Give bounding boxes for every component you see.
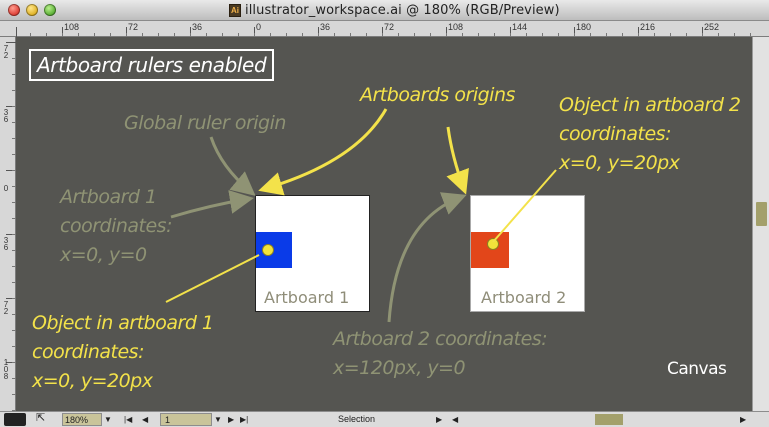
artboard-number-field[interactable]: 1 — [160, 413, 212, 426]
h-ruler-label: 72 — [128, 22, 139, 32]
status-menu-icon[interactable]: ▶ — [436, 415, 443, 424]
artboard-1[interactable]: Artboard 1 — [255, 195, 370, 312]
h-ruler-label: 36 — [320, 22, 331, 32]
h-ruler-label: 252 — [704, 22, 720, 32]
note-line: x=120px, y=0 — [333, 357, 466, 379]
vertical-ruler-ticks — [6, 42, 16, 411]
v-ruler-label: 0 — [3, 184, 9, 193]
artboard-2-label: Artboard 2 — [481, 288, 567, 307]
artboard-2[interactable]: Artboard 2 — [470, 195, 585, 312]
scroll-left-icon[interactable]: ◀ — [452, 415, 459, 424]
global-ruler-origin-note: Global ruler origin — [124, 112, 286, 134]
canvas[interactable]: Artboard rulers enabled Artboard 1 Artbo… — [16, 37, 752, 411]
zoom-dropdown-icon[interactable]: ▼ — [104, 415, 112, 424]
h-ruler-label: 0 — [256, 22, 262, 32]
last-artboard-icon[interactable]: ▶| — [240, 415, 249, 424]
artboard-2-object-origin-dot — [487, 238, 499, 250]
note-line: Artboard 2 coordinates: — [333, 328, 548, 350]
share-icon[interactable]: ⇱ — [36, 412, 46, 424]
h-ruler-label: 108 — [448, 22, 464, 32]
title-bar: Ai illustrator_workspace.ai @ 180% (RGB/… — [0, 0, 769, 21]
previous-artboard-icon[interactable]: ◀ — [142, 415, 149, 424]
artboard-1-coords-note: Artboard 1 coordinates: x=0, y=0 — [60, 183, 172, 270]
zoom-window-button[interactable] — [44, 4, 56, 16]
horizontal-ruler[interactable]: 108 72 36 0 36 72 108 144 180 216 252 — [0, 21, 769, 37]
note-line: Object in artboard 2 — [559, 94, 741, 116]
vertical-scroll-thumb[interactable] — [756, 202, 767, 226]
v-ruler-label: 7 2 — [3, 44, 9, 60]
artboard-2-coords-note: Artboard 2 coordinates: x=120px, y=0 — [333, 325, 548, 383]
h-ruler-label: 216 — [640, 22, 656, 32]
note-line: Artboard 1 — [60, 186, 157, 208]
current-tool-status: Selection — [338, 414, 376, 424]
note-line: Object in artboard 1 — [32, 312, 214, 334]
artboard-dropdown-icon[interactable]: ▼ — [214, 415, 222, 424]
v-ruler-label: 1 0 8 — [3, 358, 9, 381]
artboards-origins-note: Artboards origins — [360, 84, 515, 106]
vertical-scrollbar[interactable] — [752, 37, 769, 411]
artboard-1-label: Artboard 1 — [264, 288, 350, 307]
note-line: coordinates: — [559, 123, 671, 145]
h-ruler-label: 108 — [64, 22, 80, 32]
v-ruler-label: 3 6 — [3, 108, 9, 124]
zoom-field[interactable]: 180% — [62, 413, 102, 426]
v-ruler-label: 3 6 — [3, 236, 9, 252]
h-ruler-label: 36 — [192, 22, 203, 32]
h-ruler-label: 180 — [576, 22, 592, 32]
illustrator-document-icon: Ai — [229, 4, 241, 17]
window-title: illustrator_workspace.ai @ 180% (RGB/Pre… — [245, 3, 560, 18]
next-artboard-icon[interactable]: ▶ — [228, 415, 235, 424]
status-bar: ⇱ 180% ▼ |◀ ◀ 1 ▼ ▶ ▶| Selection ▶ ◀ ▶ — [0, 411, 769, 427]
artboard-1-object-note: Object in artboard 1 coordinates: x=0, y… — [32, 309, 214, 396]
horizontal-scroll-thumb[interactable] — [595, 414, 623, 425]
view-mode-icon[interactable] — [4, 413, 26, 426]
artboard-1-object-origin-dot — [262, 244, 274, 256]
artboard-2-object-note: Object in artboard 2 coordinates: x=0, y… — [559, 91, 741, 178]
canvas-label: Canvas — [667, 359, 727, 379]
horizontal-ruler-ticks — [16, 27, 751, 37]
note-line: coordinates: — [32, 341, 144, 363]
scroll-right-icon[interactable]: ▶ — [740, 415, 747, 424]
first-artboard-icon[interactable]: |◀ — [124, 415, 133, 424]
vertical-ruler[interactable]: 7 2 3 6 0 3 6 7 2 1 0 8 — [0, 37, 16, 411]
minimize-window-button[interactable] — [26, 4, 38, 16]
v-ruler-label: 7 2 — [3, 300, 9, 316]
h-ruler-label: 144 — [512, 22, 528, 32]
note-line: coordinates: — [60, 215, 172, 237]
h-ruler-label: 72 — [384, 22, 395, 32]
close-window-button[interactable] — [8, 4, 20, 16]
note-line: x=0, y=20px — [32, 370, 153, 392]
note-line: x=0, y=0 — [60, 244, 147, 266]
note-line: x=0, y=20px — [559, 152, 680, 174]
artboard-rulers-badge: Artboard rulers enabled — [29, 49, 275, 81]
